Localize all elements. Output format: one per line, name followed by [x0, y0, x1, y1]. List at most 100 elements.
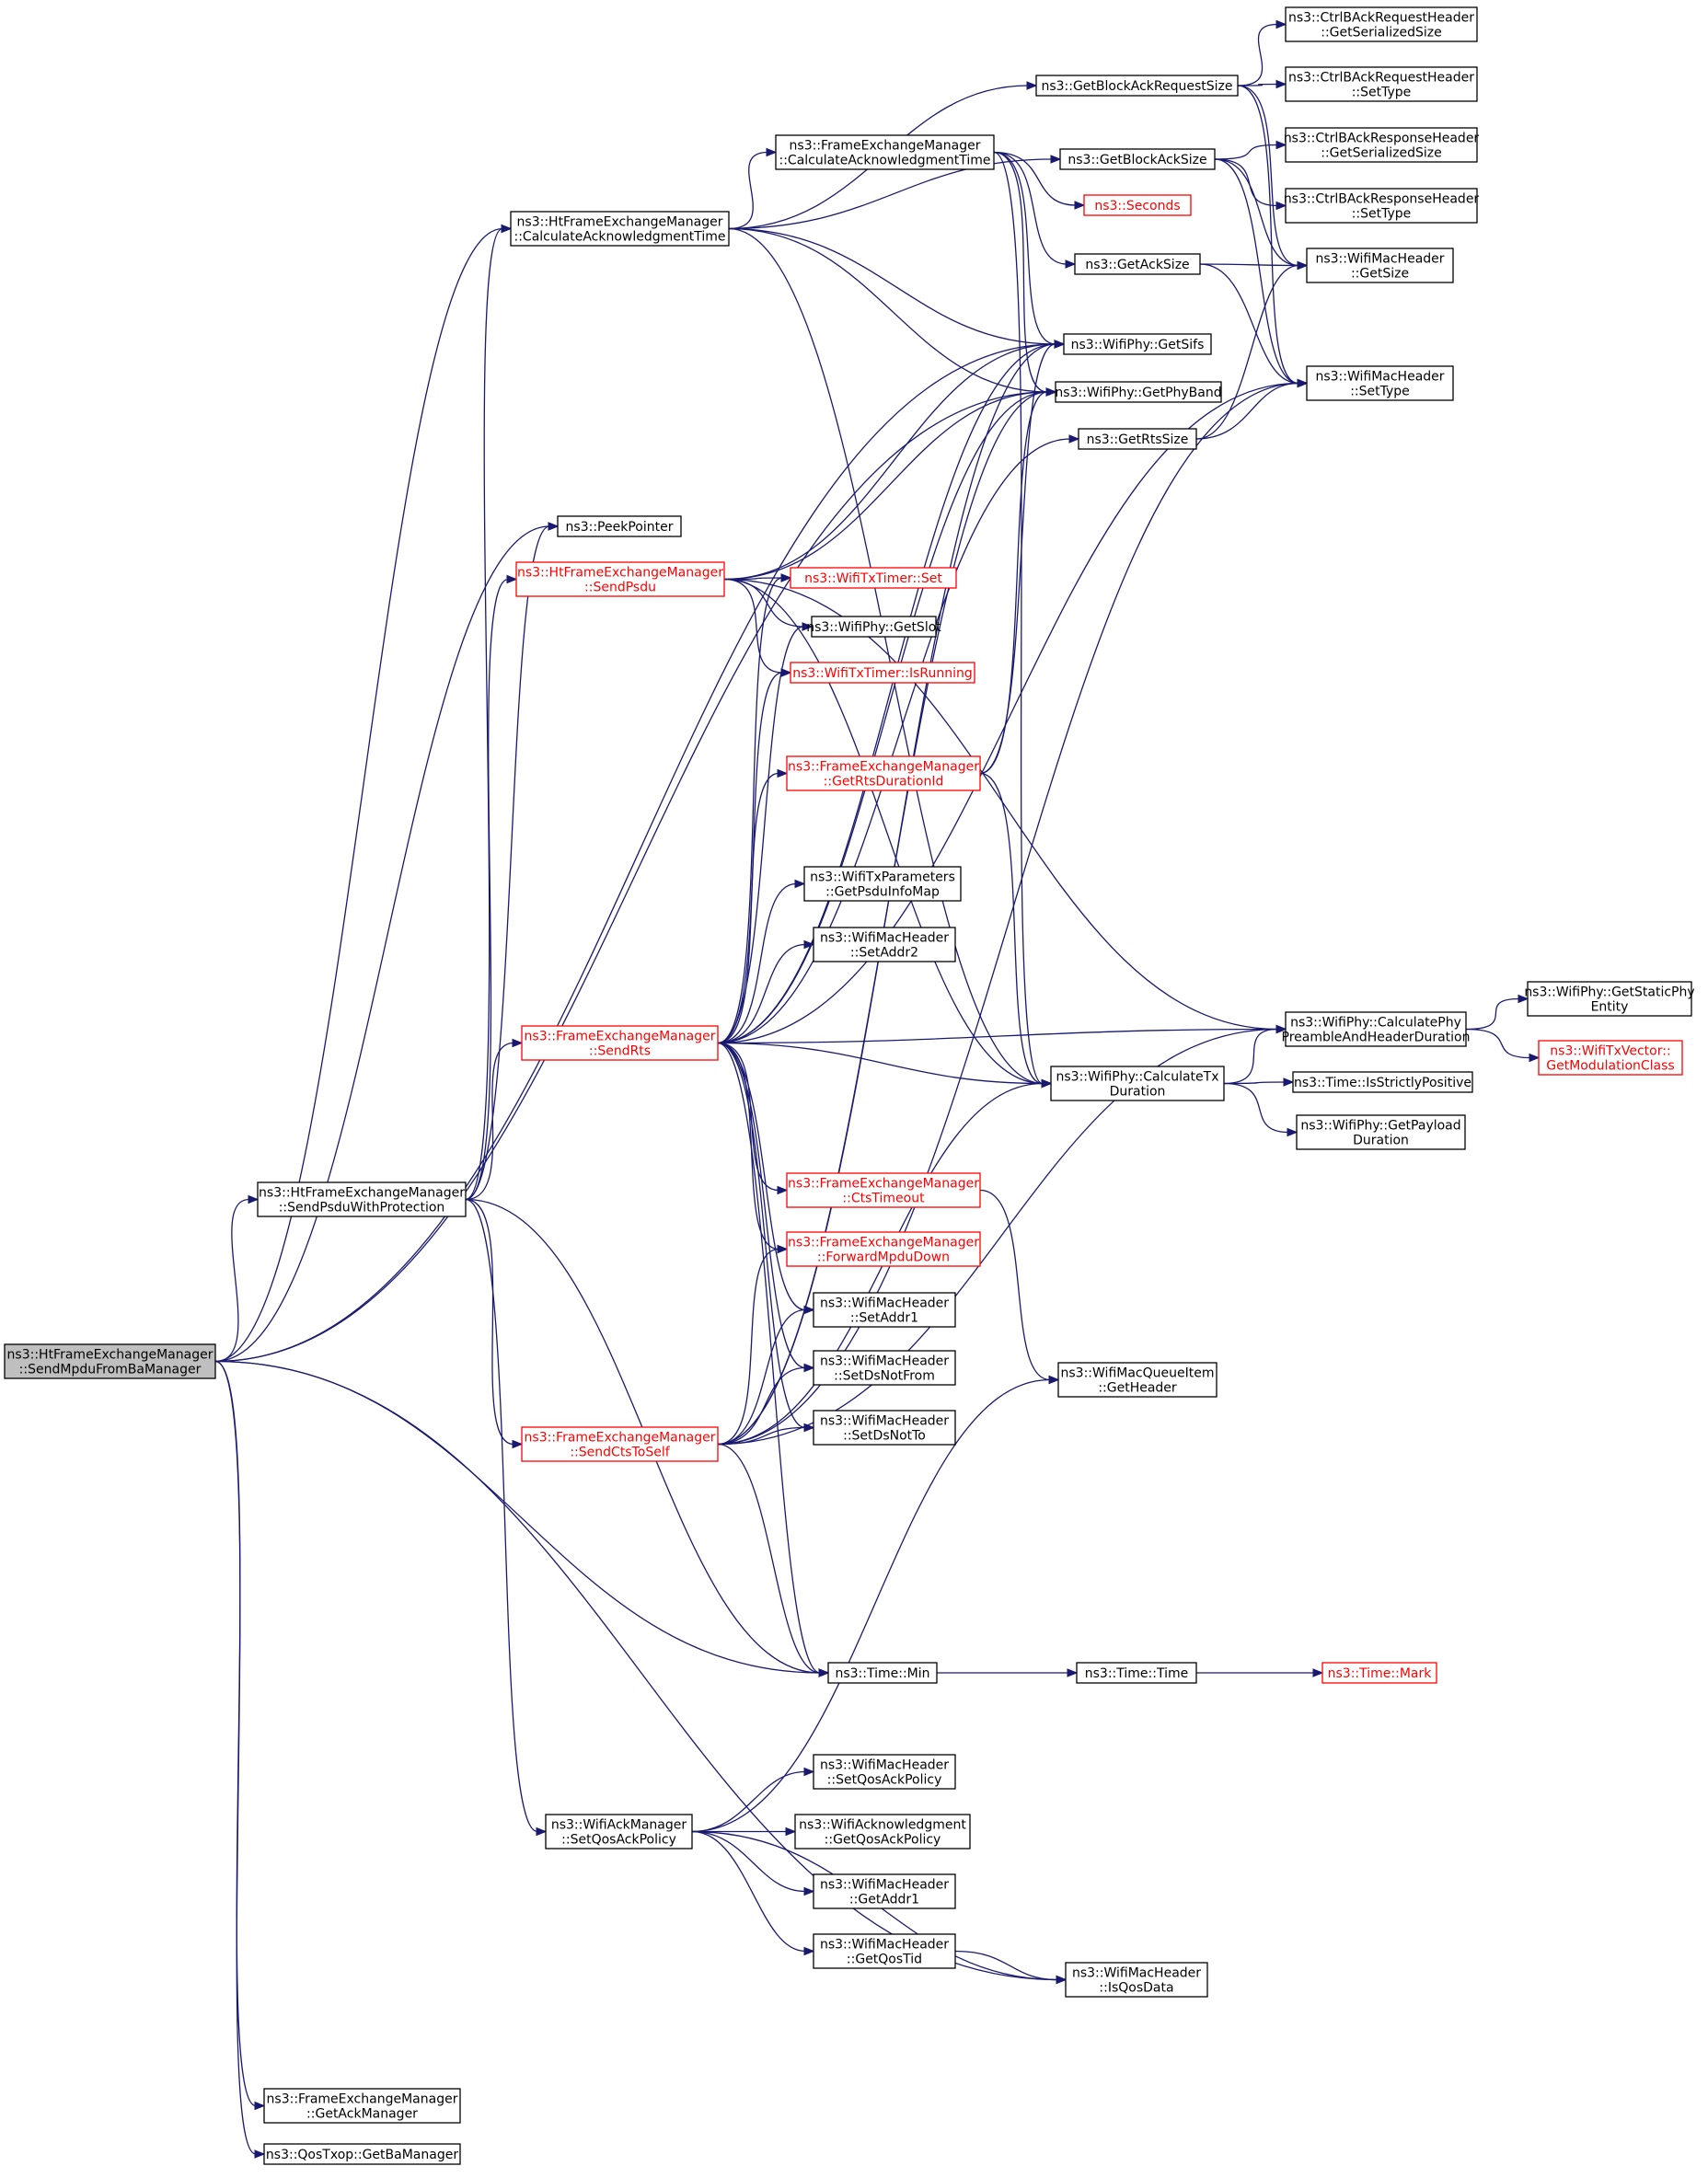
node-ns3-frameexchangemanager-sendctstoself[interactable]: ns3::FrameExchangeManager::SendCtsToSelf [521, 1426, 719, 1462]
node-ns3-ctrlbackresponseheader-getserializedsize[interactable]: ns3::CtrlBAckResponseHeader::GetSerializ… [1284, 127, 1480, 163]
edge-arrowhead-sendctstoself-to-setdsnotfrom [803, 1363, 815, 1373]
node-label-line: ns3::GetBlockAckRequestSize [1041, 79, 1232, 94]
node-label-line: ns3::GetAckSize [1085, 258, 1189, 272]
edge-arrowhead-htcalc-to-fecalc [766, 147, 778, 157]
node-label-line: ::GetPsduInfoMap [825, 885, 940, 900]
node-ns3-time-mark[interactable]: ns3::Time::Mark [1321, 1662, 1437, 1684]
node-ns3-getblockacksize[interactable]: ns3::GetBlockAckSize [1059, 148, 1216, 170]
node-ns3-wifimacheader-setdsnotto[interactable]: ns3::WifiMacHeader::SetDsNotTo [813, 1410, 956, 1446]
node-box [1321, 1662, 1437, 1684]
node-ns3-wifitxvector-getmodulationclass[interactable]: ns3::WifiTxVector::GetModulationClass [1538, 1040, 1683, 1076]
node-label-line: ns3::FrameExchangeManager [788, 1177, 979, 1192]
edge-arrowhead-sendctstoself-to-getphyband [1045, 387, 1057, 397]
node-ns3-wifimacqueueitem-getheader[interactable]: ns3::WifiMacQueueItem::GetHeader [1057, 1362, 1218, 1398]
node-ns3-peekpointer[interactable]: ns3::PeekPointer [557, 515, 682, 537]
node-ns3-htframeexchangemanager-calculateacknowledgmenttime[interactable]: ns3::HtFrameExchangeManager::CalculateAc… [510, 211, 730, 247]
node-ns3-frameexchangemanager-getrtsdurationid[interactable]: ns3::FrameExchangeManager::GetRtsDuratio… [786, 755, 981, 791]
node-label-line: ::SendRts [589, 1044, 651, 1059]
node-box [1285, 1011, 1467, 1047]
node-ns3-time-isstrictlypositive[interactable]: ns3::Time::IsStrictlyPositive [1292, 1071, 1473, 1093]
node-label-line: ::CalculateAcknowledgmentTime [514, 230, 726, 245]
node-label-line: ::SetType [1352, 207, 1412, 222]
edge-root-to-getphyband [214, 391, 1048, 1363]
edge-fecalc-to-getsifs [993, 151, 1056, 345]
edge-arrowhead-sendpsduprot-to-sendrts [512, 1038, 524, 1048]
node-ns3-frameexchangemanager-calculateacknowledgmenttime[interactable]: ns3::FrameExchangeManager::CalculateAckn… [775, 134, 995, 170]
edge-sendrts-to-getpsduinfo [717, 882, 797, 1044]
edge-getbarsize-to-macgetsize [1237, 85, 1299, 267]
node-box [813, 927, 956, 962]
node-ns3-htframeexchangemanager-sendpsdu[interactable]: ns3::HtFrameExchangeManager::SendPsdu [515, 561, 725, 597]
node-ns3-frameexchangemanager-ctstimeout[interactable]: ns3::FrameExchangeManager::CtsTimeout [786, 1172, 981, 1208]
node-box [1306, 248, 1454, 283]
node-box [813, 1350, 956, 1386]
edge-arrowhead-calcpreamble-to-getmodclass [1529, 1053, 1541, 1063]
node-ns3-wifitxtimer-set[interactable]: ns3::WifiTxTimer::Set [790, 567, 957, 589]
node-ns3-wifimacheader-setdsnotfrom[interactable]: ns3::WifiMacHeader::SetDsNotFrom [813, 1350, 956, 1386]
node-ns3-getrtssize[interactable]: ns3::GetRtsSize [1078, 428, 1197, 450]
edge-arrowhead-getqostid-to-isqosdata [1056, 1975, 1068, 1985]
edge-getrtssize-to-macsettype [1195, 382, 1299, 440]
node-ns3-wifiphy-getslot[interactable]: ns3::WifiPhy::GetSlot [806, 616, 941, 638]
node-ns3-wifimacheader-settype[interactable]: ns3::WifiMacHeader::SetType [1306, 365, 1454, 401]
node-ns3-seconds[interactable]: ns3::Seconds [1083, 194, 1192, 216]
edge-arrowhead-htcalc-to-getbasize [1050, 155, 1062, 164]
node-ns3-wifiphy-getsifs[interactable]: ns3::WifiPhy::GetSifs [1063, 333, 1212, 355]
edge-sendctstoself-to-getphyband [717, 391, 1048, 1446]
node-ns3-getblockackrequestsize[interactable]: ns3::GetBlockAckRequestSize [1035, 75, 1239, 97]
edge-sendrts-to-getrtssize [717, 438, 1071, 1044]
node-ns3-ctrlbackrequestheader-settype[interactable]: ns3::CtrlBAckRequestHeader::SetType [1285, 66, 1478, 102]
edge-htcalc-to-getphyband [728, 227, 1048, 393]
node-ns3-getacksize[interactable]: ns3::GetAckSize [1074, 253, 1201, 275]
node-ns3-wifiphy-calculatephypreambleandheaderduration[interactable]: ns3::WifiPhy::CalculatePhyPreambleAndHea… [1282, 1011, 1471, 1047]
node-ns3-wifitxtimer-isrunning[interactable]: ns3::WifiTxTimer::IsRunning [790, 662, 975, 684]
edge-getrtssize-to-macgetsize [1195, 264, 1299, 440]
edge-sendctstoself-to-setdsnotfrom [717, 1366, 806, 1446]
node-box [263, 2088, 461, 2124]
node-box [1083, 194, 1192, 216]
node-ns3-frameexchangemanager-forwardmpdudown[interactable]: ns3::FrameExchangeManager::ForwardMpduDo… [786, 1231, 981, 1267]
node-ns3-wifimacheader-setaddr2[interactable]: ns3::WifiMacHeader::SetAddr2 [813, 927, 956, 962]
edge-sendpsdu-to-getphyband [723, 391, 1048, 581]
node-label-line: ns3::WifiPhy::GetPayload [1300, 1119, 1460, 1134]
edge-arrowhead-sendctstoself-to-macsettype [1297, 378, 1309, 388]
node-ns3-wifimacheader-getqostid[interactable]: ns3::WifiMacHeader::GetQosTid [813, 1933, 956, 1969]
edge-arrowhead-sendrts-to-ctstimeout [777, 1185, 789, 1195]
node-box [521, 1025, 719, 1061]
node-label-line: ns3::Time::Min [835, 1666, 929, 1681]
edge-root-to-getsifs [214, 343, 1056, 1363]
node-ns3-htframeexchangemanager-sendpsduwithprotection[interactable]: ns3::HtFrameExchangeManager::SendPsduWit… [257, 1181, 467, 1217]
edge-sendpsduprot-to-acksetqospolicy [465, 1198, 538, 1833]
node-label-line: ::GetRtsDurationId [824, 775, 944, 789]
node-ns3-wifimacheader-getsize[interactable]: ns3::WifiMacHeader::GetSize [1306, 248, 1454, 283]
edge-arrowhead-root-to-sendpsduprot [248, 1194, 260, 1204]
node-label-line: ns3::WifiTxTimer::Set [804, 571, 942, 586]
node-label-line: ::GetSerializedSize [1321, 26, 1441, 40]
edge-sendctstoself-to-timemin [717, 1443, 821, 1674]
node-box [786, 1172, 981, 1208]
node-ns3-qostxop-getbamanager[interactable]: ns3::QosTxop::GetBaManager [263, 2143, 461, 2165]
edge-arrowhead-sendrts-to-getrtsdur [777, 768, 789, 778]
node-ns3-time-min[interactable]: ns3::Time::Min [827, 1662, 938, 1684]
node-label-line: ns3::GetBlockAckSize [1068, 153, 1206, 167]
node-ns3-wifimacheader-setaddr1[interactable]: ns3::WifiMacHeader::SetAddr1 [813, 1292, 956, 1328]
edge-getbasize-to-macgetsize [1214, 158, 1299, 267]
node-ns3-frameexchangemanager-sendrts[interactable]: ns3::FrameExchangeManager::SendRts [521, 1025, 719, 1061]
node-ns3-wifimacheader-isqosdata[interactable]: ns3::WifiMacHeader::IsQosData [1065, 1962, 1208, 1998]
node-ns3-wifimacheader-getaddr1[interactable]: ns3::WifiMacHeader::GetAddr1 [813, 1873, 956, 1909]
node-ns3-ctrlbackrequestheader-getserializedsize[interactable]: ns3::CtrlBAckRequestHeader::GetSerialize… [1285, 6, 1478, 42]
edge-sendrts-to-macsettype [717, 382, 1299, 1044]
node-ns3-wifimacheader-setqosackpolicy[interactable]: ns3::WifiMacHeader::SetQosAckPolicy [813, 1754, 956, 1790]
node-ns3-wifiackmanager-setqosackpolicy[interactable]: ns3::WifiAckManager::SetQosAckPolicy [545, 1814, 693, 1850]
node-ns3-wifiphy-getphyband[interactable]: ns3::WifiPhy::GetPhyBand [1055, 381, 1222, 403]
node-ns3-wifiacknowledgment-getqosackpolicy[interactable]: ns3::WifiAcknowledgment::GetQosAckPolicy [794, 1814, 971, 1850]
node-ns3-frameexchangemanager-getackmanager[interactable]: ns3::FrameExchangeManager::GetAckManager [263, 2088, 461, 2124]
node-ns3-ctrlbackresponseheader-settype[interactable]: ns3::CtrlBAckResponseHeader::SetType [1284, 188, 1480, 224]
node-label-line: ::GetSerializedSize [1321, 146, 1441, 161]
node-ns3-time-time[interactable]: ns3::Time::Time [1076, 1662, 1197, 1684]
edge-arrowhead-sendctstoself-to-getsifs [1054, 340, 1066, 349]
node-ns3-wifitxparameters-getpsduinfomap[interactable]: ns3::WifiTxParameters::GetPsduInfoMap [803, 866, 962, 902]
